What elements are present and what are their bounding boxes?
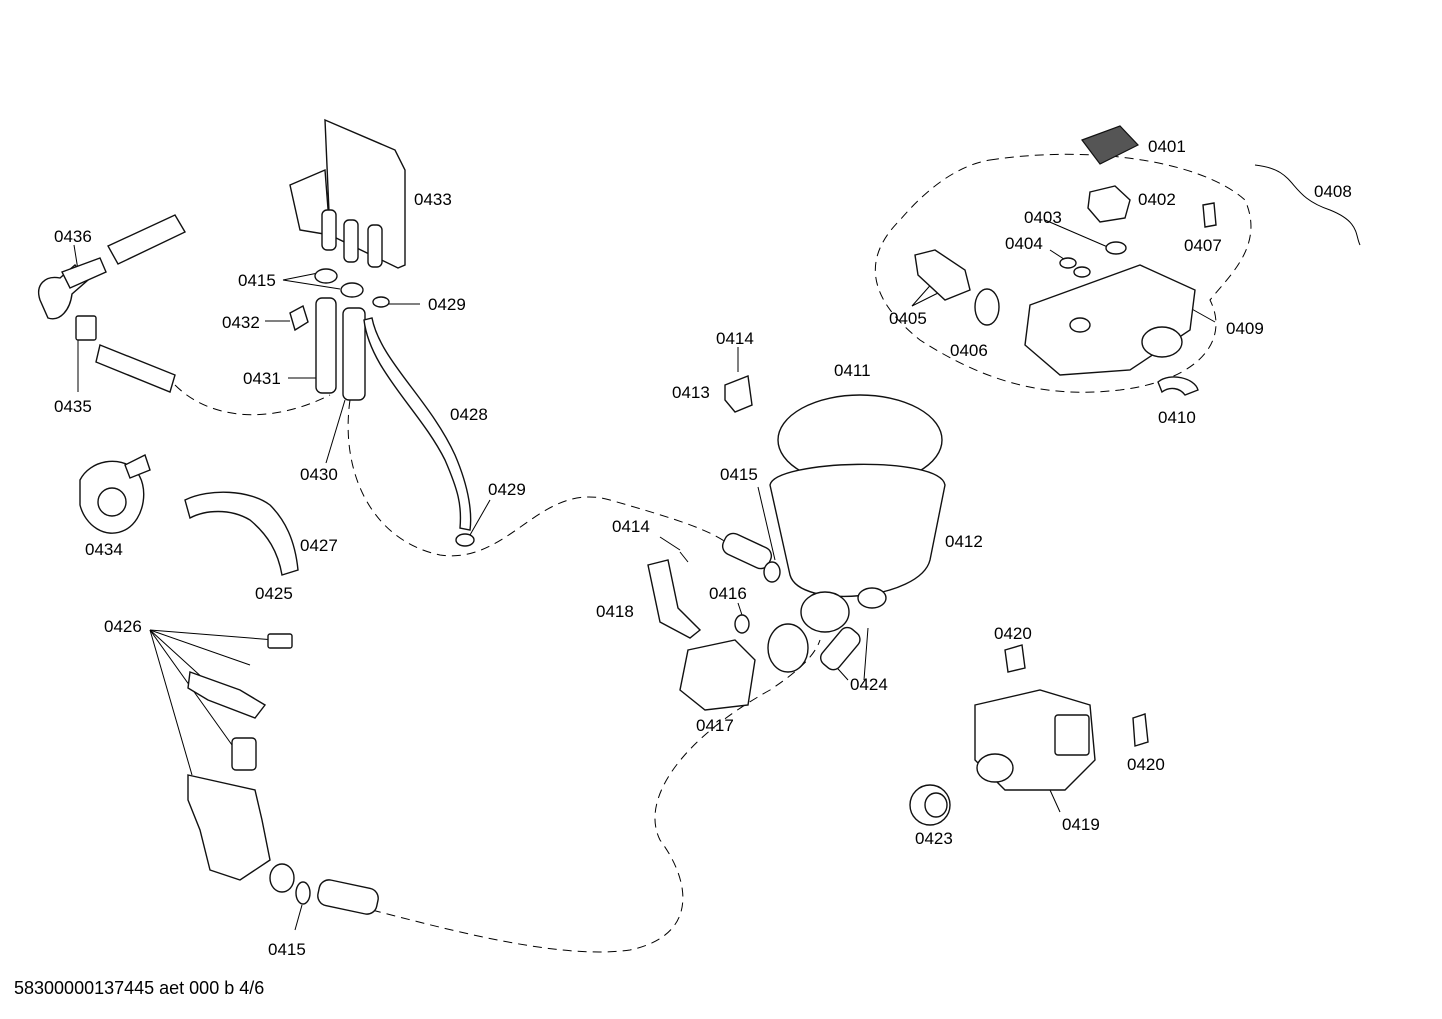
part-0433-manifold <box>289 118 406 269</box>
part-0420-clip-a <box>1004 644 1026 673</box>
label-0435: 0435 <box>54 397 92 416</box>
part-0415-corrugated-sleeve <box>317 879 379 915</box>
label-0408: 0408 <box>1314 182 1352 201</box>
part-0424-seal-ring <box>767 623 809 673</box>
dashed-route-drain-hose <box>174 384 331 416</box>
part-0436-drain-hose-straight <box>95 344 176 393</box>
label-0407: 0407 <box>1184 236 1222 255</box>
label-0411: 0411 <box>834 361 871 380</box>
label-0403: 0403 <box>1024 208 1062 227</box>
label-0436: 0436 <box>54 227 92 246</box>
label-0417: 0417 <box>696 716 734 735</box>
label-0424: 0424 <box>850 675 888 694</box>
part-0414-screw-b <box>679 551 689 563</box>
part-0404-seal-b <box>1073 266 1091 278</box>
part-0418-bracket <box>647 559 702 639</box>
part-0406-o-ring <box>974 288 1000 326</box>
part-0435-hose-clip <box>75 315 97 341</box>
label-0420-a: 0420 <box>994 624 1032 643</box>
label-0429-a: 0429 <box>428 295 466 314</box>
label-0415-a: 0415 <box>238 271 276 290</box>
document-id: 58300000137445 aet 000 b 4/6 <box>14 978 265 998</box>
part-0436-drain-hose-elbow <box>38 214 186 320</box>
callout-labels: 0401 0402 0403 0404 0405 0406 0407 0408 … <box>54 137 1352 959</box>
part-0417-valve <box>679 639 756 711</box>
part-0425-clip <box>267 633 293 649</box>
dashed-route-bottom-return <box>371 639 821 953</box>
label-0418: 0418 <box>596 602 634 621</box>
label-0428: 0428 <box>450 405 488 424</box>
part-0429-clamp-b <box>455 533 475 547</box>
part-0430-corrugated-hose-b <box>342 307 366 401</box>
label-0420-b: 0420 <box>1127 755 1165 774</box>
part-0415-sump-sleeve <box>721 532 773 570</box>
label-0415-b: 0415 <box>720 465 758 484</box>
part-0434-pump-housing <box>79 454 151 534</box>
label-0433: 0433 <box>414 190 452 209</box>
part-0415-sump-seal <box>763 561 781 583</box>
label-0416: 0416 <box>709 584 747 603</box>
part-0415-seal-ring-c <box>295 881 311 905</box>
part-0419-circulation-pump <box>974 689 1096 791</box>
label-0401: 0401 <box>1148 137 1186 156</box>
label-0430: 0430 <box>300 465 338 484</box>
label-0434: 0434 <box>85 540 123 559</box>
label-0402: 0402 <box>1138 190 1176 209</box>
dashed-route-sump-hose <box>347 399 731 557</box>
part-0410-clamp <box>1157 376 1199 396</box>
part-0409-heater-unit <box>1024 264 1196 376</box>
part-0413-bracket <box>724 375 753 413</box>
part-0416-clip <box>734 614 750 634</box>
part-0429-clamp-a <box>372 296 390 308</box>
label-0412: 0412 <box>945 532 983 551</box>
label-0414-a: 0414 <box>716 329 754 348</box>
label-0429-b: 0429 <box>488 480 526 499</box>
part-0420-clip-b <box>1132 713 1149 747</box>
leader-lines <box>73 219 1216 931</box>
part-0415-seal-ring-b <box>340 282 364 298</box>
part-0415-seal-ring-a <box>314 268 338 284</box>
dashed-route-heater-group <box>874 153 1252 393</box>
part-0403-seal <box>1105 241 1127 255</box>
label-0419: 0419 <box>1062 815 1100 834</box>
label-0426: 0426 <box>104 617 142 636</box>
part-0431-corrugated-hose-a <box>315 297 337 394</box>
label-0425: 0425 <box>255 584 293 603</box>
label-0432: 0432 <box>222 313 260 332</box>
part-0412-sump <box>769 463 946 633</box>
label-0405: 0405 <box>889 309 927 328</box>
label-0410: 0410 <box>1158 408 1196 427</box>
label-0415-c: 0415 <box>268 940 306 959</box>
label-0414-b: 0414 <box>612 517 650 536</box>
part-0402-sensor <box>1087 185 1131 223</box>
part-0426-water-inlet-assembly <box>187 671 295 893</box>
part-0423-bellows <box>909 784 951 826</box>
part-0408-wire <box>1254 164 1361 246</box>
part-0432-clip <box>289 304 309 332</box>
label-0423: 0423 <box>915 829 953 848</box>
label-0409: 0409 <box>1226 319 1264 338</box>
label-0427: 0427 <box>300 536 338 555</box>
part-0407-clip <box>1202 202 1217 228</box>
label-0404: 0404 <box>1005 234 1043 253</box>
part-0405-connector <box>914 249 971 301</box>
label-0413: 0413 <box>672 383 710 402</box>
label-0431: 0431 <box>243 369 281 388</box>
part-0428-hose <box>363 317 472 531</box>
label-0406: 0406 <box>950 341 988 360</box>
part-0404-seal-a <box>1059 257 1077 269</box>
part-0427-cover <box>184 491 299 576</box>
part-0401-cap <box>1081 125 1139 165</box>
part-0424-corrugated-sleeve <box>820 626 861 671</box>
